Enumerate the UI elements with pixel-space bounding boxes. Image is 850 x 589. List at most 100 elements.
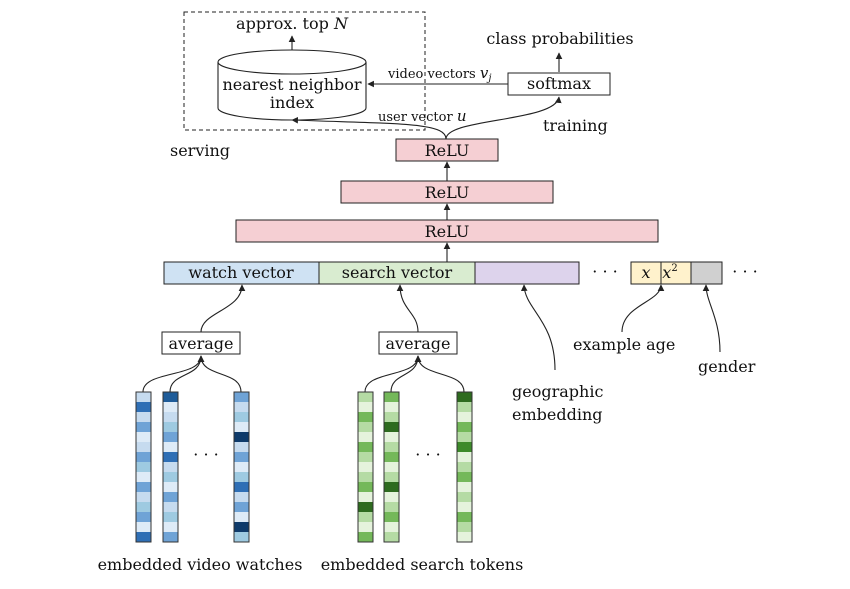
search-embedding-column	[383, 391, 400, 543]
search-embedding-cell	[384, 422, 399, 432]
video-embedding-cell	[163, 512, 178, 522]
search-embedding-cell	[457, 532, 472, 542]
video-embedding-cell	[136, 512, 151, 522]
search-embedding-cell	[457, 442, 472, 452]
search-embedding-cell	[358, 492, 373, 502]
search-embedding-cell	[384, 432, 399, 442]
average-search-to-vector-arrow	[396, 284, 419, 333]
video-embedding-cell	[136, 442, 151, 452]
search-embedding-cell	[358, 482, 373, 492]
video-embedding-cell	[163, 452, 178, 462]
average-watch-label: average	[169, 334, 234, 353]
video-embedding-cell	[163, 492, 178, 502]
video-embedding-cell	[234, 512, 249, 522]
video-embedding-cell	[234, 452, 249, 462]
search-token-embeddings	[357, 391, 473, 543]
search-embedding-cell	[358, 442, 373, 452]
nearest-neighbor-index: nearest neighbor index	[217, 49, 367, 121]
gender-label: gender	[698, 357, 756, 376]
serving-region	[183, 11, 426, 131]
search-embedding-cell	[358, 512, 373, 522]
relu-middle-label: ReLU	[425, 183, 470, 202]
video-embedding-cell	[136, 492, 151, 502]
video-embedding-cell	[234, 462, 249, 472]
search-embedding-cell	[384, 492, 399, 502]
relu-bottom-label: ReLU	[425, 222, 470, 241]
user-vector-label: user vector u	[378, 107, 466, 125]
search-embedding-cell	[457, 392, 472, 402]
search-embedding-cell	[358, 432, 373, 442]
search-embedding-cell	[384, 412, 399, 422]
video-embedding-column	[233, 391, 250, 543]
search-embedding-cell	[457, 512, 472, 522]
serving-label: serving	[170, 141, 230, 160]
video-embedding-cell	[163, 412, 178, 422]
search-embedding-cell	[384, 502, 399, 512]
geographic-embedding-pointer	[520, 284, 556, 371]
search-embedding-cell	[384, 532, 399, 542]
video-embedding-cell	[136, 502, 151, 512]
search-embedding-cell	[384, 472, 399, 482]
video-embedding-cell	[234, 502, 249, 512]
video-embedding-cell	[234, 492, 249, 502]
video-embedding-cell	[163, 392, 178, 402]
ellipsis-end: · · ·	[732, 262, 757, 281]
gender-segment	[690, 261, 723, 285]
search-embedding-cell	[384, 442, 399, 452]
video-embedding-cell	[163, 482, 178, 492]
nn-label-line2: index	[270, 93, 314, 112]
video-embedding-cell	[136, 452, 151, 462]
search-embedding-cell	[358, 462, 373, 472]
relu-layer-bottom	[235, 219, 659, 243]
video-vectors-label: video vectors vj	[387, 64, 491, 84]
search-embedding-cell	[384, 392, 399, 402]
video-embedding-cell	[234, 432, 249, 442]
video-embedding-column-outline	[233, 391, 250, 543]
x-squared-label: x2	[662, 263, 677, 282]
search-embedding-column	[357, 391, 374, 543]
watch-vector-label: watch vector	[188, 263, 294, 282]
video-embedding-column	[162, 391, 179, 543]
example-age-pointer	[621, 284, 665, 333]
video-embedding-cell	[234, 402, 249, 412]
search-embedding-cell	[457, 502, 472, 512]
video-embedding-cell	[163, 522, 178, 532]
class-probabilities-label: class probabilities	[486, 29, 633, 48]
ellipsis-mid: · · ·	[592, 262, 617, 281]
search-embedding-cell	[358, 402, 373, 412]
embedded-search-tokens-label: embedded search tokens	[321, 555, 524, 574]
user-vector-to-index-arrow	[291, 116, 447, 140]
search-embedding-cell	[358, 502, 373, 512]
video-embedding-cell	[163, 432, 178, 442]
search-embedding-cell	[457, 482, 472, 492]
search-embedding-cell	[384, 522, 399, 532]
approx-top-label: approx. top N	[236, 14, 349, 33]
search-embedding-column	[456, 391, 473, 543]
video-embedding-cell	[234, 522, 249, 532]
average-search-label: average	[386, 334, 451, 353]
video-embedding-cell	[234, 482, 249, 492]
video-embedding-cell	[136, 392, 151, 402]
search-embedding-cell	[358, 452, 373, 462]
video-embedding-cell	[163, 422, 178, 432]
video-embedding-cell	[136, 432, 151, 442]
search-embedding-cell	[457, 472, 472, 482]
video-embedding-cell	[234, 472, 249, 482]
search-embedding-cell	[457, 412, 472, 422]
search-embedding-cell	[457, 422, 472, 432]
x-label: x	[641, 263, 650, 282]
video-embedding-cell	[163, 502, 178, 512]
video-watch-embeddings	[135, 391, 250, 543]
video-embedding-cell	[234, 532, 249, 542]
video-embedding-cell	[163, 442, 178, 452]
search-embedding-cell	[457, 462, 472, 472]
search-embedding-cell	[358, 422, 373, 432]
video-embedding-cell	[234, 392, 249, 402]
video-embedding-cell	[136, 482, 151, 492]
video-embedding-cell	[136, 472, 151, 482]
video-embedding-cell	[136, 412, 151, 422]
video-embedding-cell	[234, 442, 249, 452]
video-embedding-cell	[163, 402, 178, 412]
search-embedding-column-outline	[383, 391, 400, 543]
